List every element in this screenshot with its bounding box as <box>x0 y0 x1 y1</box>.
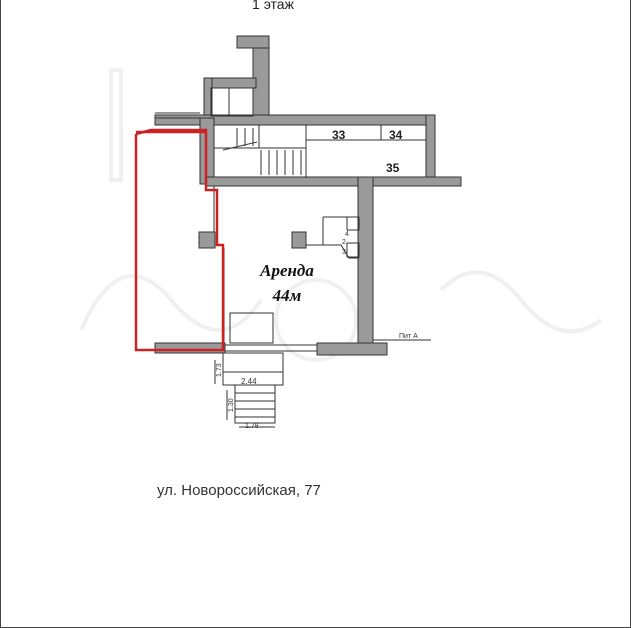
stair-treads <box>236 128 302 175</box>
wall-right <box>357 176 374 354</box>
room-34-label: 34 <box>389 128 403 142</box>
walls <box>154 35 462 356</box>
dimension-1-73: 1.73 <box>216 363 223 377</box>
wall-upper-right <box>425 114 436 178</box>
dimension-2-44: 2.44 <box>241 377 257 386</box>
wall-top <box>154 114 434 126</box>
rent-label: Аренда <box>259 261 314 280</box>
wall-column-mid <box>291 231 307 249</box>
watermark <box>79 68 603 362</box>
entrance-porch <box>214 352 284 428</box>
address-label: ул. Новороссийская, 77 <box>157 482 321 499</box>
wall-mid <box>205 176 462 187</box>
rent-area-outline <box>134 128 225 352</box>
dimension-1-78: 1.78 <box>245 423 259 430</box>
small-label-b: 2 <box>342 239 346 246</box>
wall-bottom-right <box>316 342 388 356</box>
wall-column-left <box>198 231 216 249</box>
dimension-1-30: 1.30 <box>228 398 235 412</box>
room-33-label: 33 <box>332 128 346 142</box>
riser-label: Пит А <box>399 333 418 340</box>
wall-tower-top <box>236 35 270 49</box>
room-35-label: 35 <box>386 161 400 175</box>
small-label-a: 4 <box>345 231 349 238</box>
small-label-c: 3 <box>342 249 346 256</box>
wall-bottom-left <box>154 342 226 354</box>
floor-label: 1 этаж <box>252 0 295 12</box>
rent-area-value: 44м <box>272 286 302 305</box>
thin-lines <box>155 87 461 352</box>
